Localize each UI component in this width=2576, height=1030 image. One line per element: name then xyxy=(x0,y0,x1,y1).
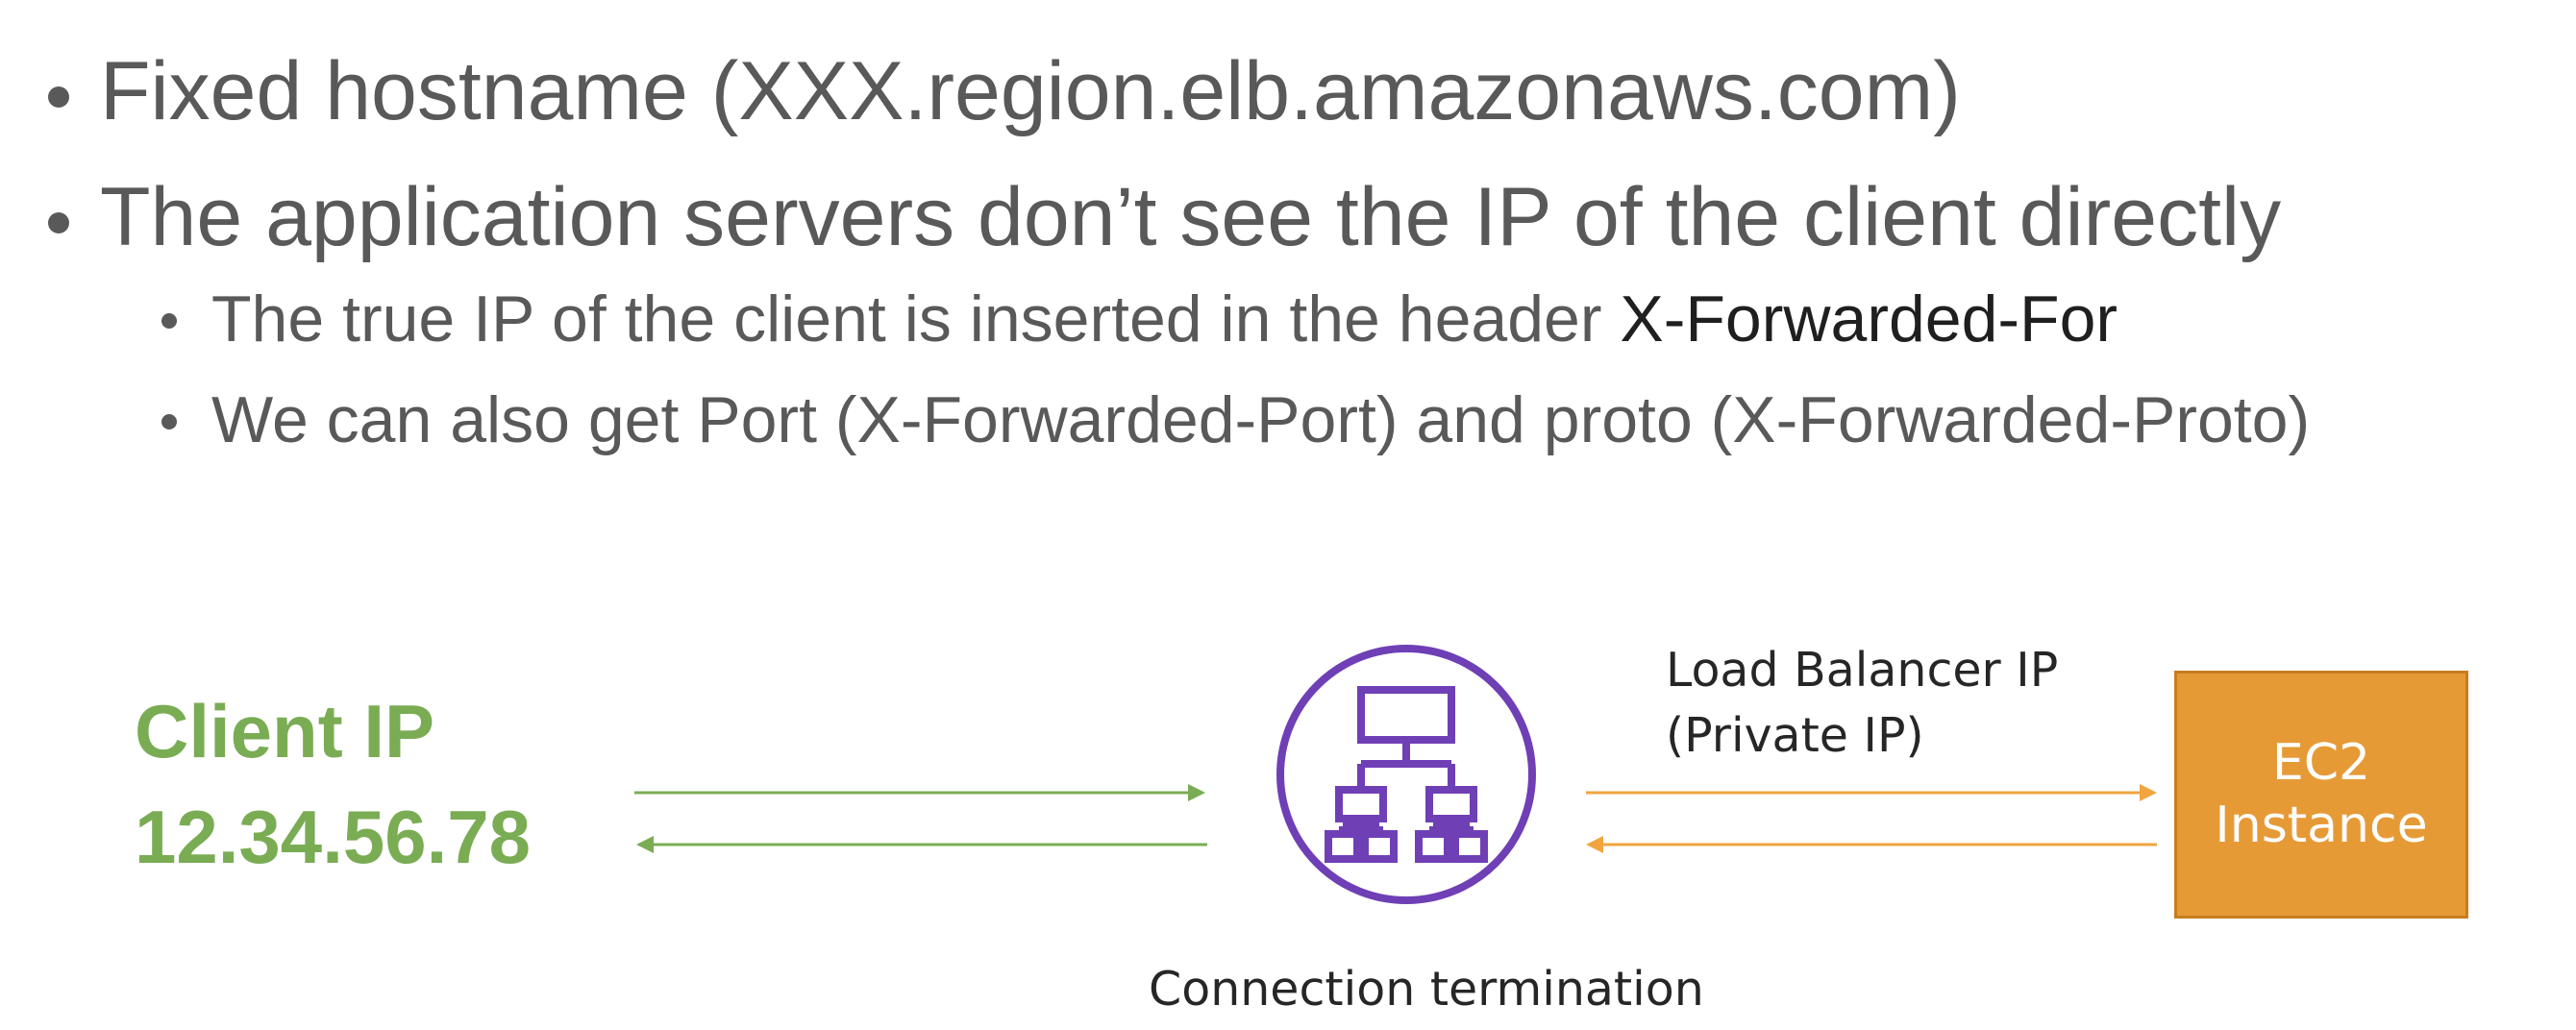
ec2-instance-box: EC2 Instance xyxy=(2174,671,2468,919)
bullet-dot xyxy=(161,313,177,329)
bullet-text: The application servers don’t see the IP… xyxy=(100,171,2282,263)
client-ip-label: Client IP xyxy=(135,689,435,773)
client-ip-value: 12.34.56.78 xyxy=(135,795,532,879)
bullet-dot xyxy=(48,86,69,108)
header-name-x-forwarded-for: X-Forwarded-For xyxy=(1620,282,2118,356)
private-ip-label: (Private IP) xyxy=(1666,708,1924,763)
instance-label: Instance xyxy=(2215,797,2428,854)
ec2-label: EC2 xyxy=(2271,734,2371,792)
load-balancer-icon xyxy=(1276,645,1536,904)
bullet-dot xyxy=(161,414,177,429)
sub-bullet-text: The true IP of the client is inserted in… xyxy=(211,282,1621,356)
ec2-to-lb-arrow xyxy=(1586,836,2157,853)
sub-bullet-text: We can also get Port (X-Forwarded-Port) … xyxy=(211,383,2311,456)
bullet-dot xyxy=(48,212,69,233)
load-balancer-ip-label: Load Balancer IP xyxy=(1666,643,2059,698)
sub-bullet-text-group: The true IP of the client is inserted in… xyxy=(211,286,2118,352)
bullet-text: Fixed hostname (XXX.region.elb.amazonaws… xyxy=(100,45,1961,137)
connection-termination-caption: Connection termination xyxy=(1149,962,1704,1017)
lb-to-ec2-arrow xyxy=(1586,784,2157,801)
lb-to-client-arrow xyxy=(636,836,1207,853)
client-to-lb-arrow xyxy=(634,784,1205,801)
